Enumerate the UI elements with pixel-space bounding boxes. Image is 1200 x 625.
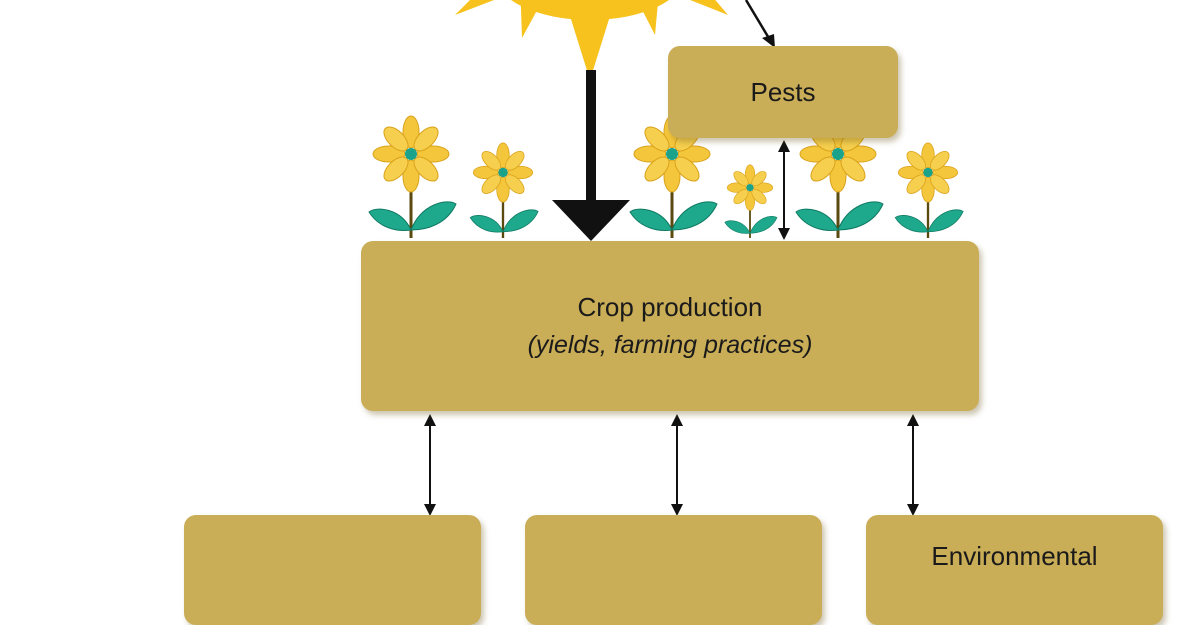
crop-production-subtitle: (yields, farming practices) <box>527 331 813 359</box>
crop-production-box: Crop production (yields, farming practic… <box>361 241 979 411</box>
bottom-box-environmental-label: Environmental <box>931 541 1098 571</box>
sun-icon <box>455 0 728 80</box>
bottom-box-environmental: Environmental <box>866 515 1163 625</box>
bottom-box-middle <box>525 515 822 625</box>
arrow-to-pests <box>744 0 775 48</box>
pests-box: Pests <box>668 46 898 138</box>
bottom-box-left <box>184 515 481 625</box>
crop-bottom-arrows <box>424 414 919 516</box>
pests-label: Pests <box>750 76 816 107</box>
pests-crop-arrow <box>778 140 790 240</box>
crop-production-title: Crop production <box>577 292 763 322</box>
sunlight-arrow <box>552 70 630 241</box>
diagram-canvas <box>367 0 965 516</box>
